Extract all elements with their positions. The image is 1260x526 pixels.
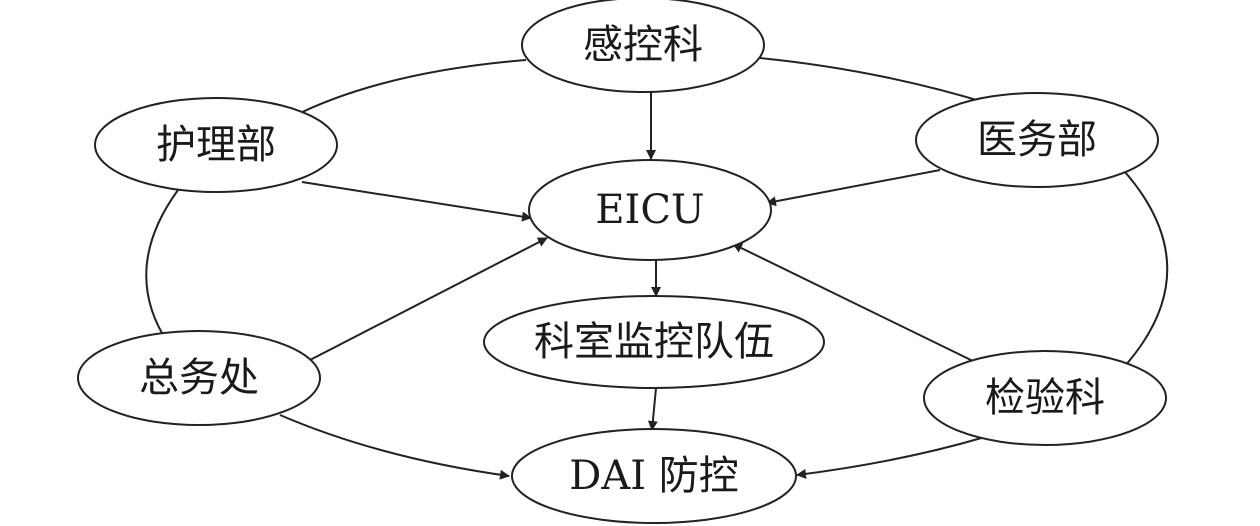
edge-laboratory-to-eicu <box>732 243 976 363</box>
ring-arc-infection-to-nursing <box>289 59 527 119</box>
edge-general-to-dai <box>279 414 510 480</box>
node-shape <box>77 330 321 426</box>
edge-general-to-eicu <box>309 237 548 361</box>
node-shape <box>923 350 1167 446</box>
edge-nursing-to-eicu <box>301 181 532 222</box>
edge-laboratory-to-dai <box>796 436 986 479</box>
node-shape <box>915 92 1159 188</box>
node-shape <box>94 97 338 193</box>
node-medical-affairs: 医务部 <box>915 92 1159 188</box>
node-shape <box>511 428 797 524</box>
node-label: 科室监控队伍 <box>534 319 774 365</box>
ring-arc-infection-to-medical <box>759 57 991 105</box>
directed-edges <box>279 92 986 480</box>
edge-monitoring-to-dai <box>647 387 658 431</box>
node-laboratory: 检验科 <box>923 350 1167 446</box>
node-nursing: 护理部 <box>94 97 338 193</box>
node-eicu: EICU <box>528 159 772 261</box>
node-general-affairs: 总务处 <box>77 330 321 426</box>
node-label: EICU <box>595 187 704 233</box>
node-shape <box>521 0 765 93</box>
node-monitoring-team: 科室监控队伍 <box>483 295 825 389</box>
node-label: 总务处 <box>139 355 259 401</box>
ring-arc-nursing-to-general <box>145 189 179 344</box>
node-label: 检验科 <box>985 375 1105 421</box>
node-shape <box>483 295 825 389</box>
ring-arc-medical-to-laboratory <box>1123 171 1169 368</box>
node-label: 护理部 <box>156 122 276 168</box>
node-infection-control: 感控科 <box>521 0 765 93</box>
node-label: DAI 防控 <box>569 453 738 499</box>
node-label: 医务部 <box>977 117 1097 163</box>
outer-ring <box>145 57 1169 368</box>
node-label: 感控科 <box>583 22 703 68</box>
node-shape <box>528 159 772 261</box>
edge-medical-to-eicu <box>766 169 941 207</box>
node-dai-prevention: DAI 防控 <box>511 428 797 524</box>
